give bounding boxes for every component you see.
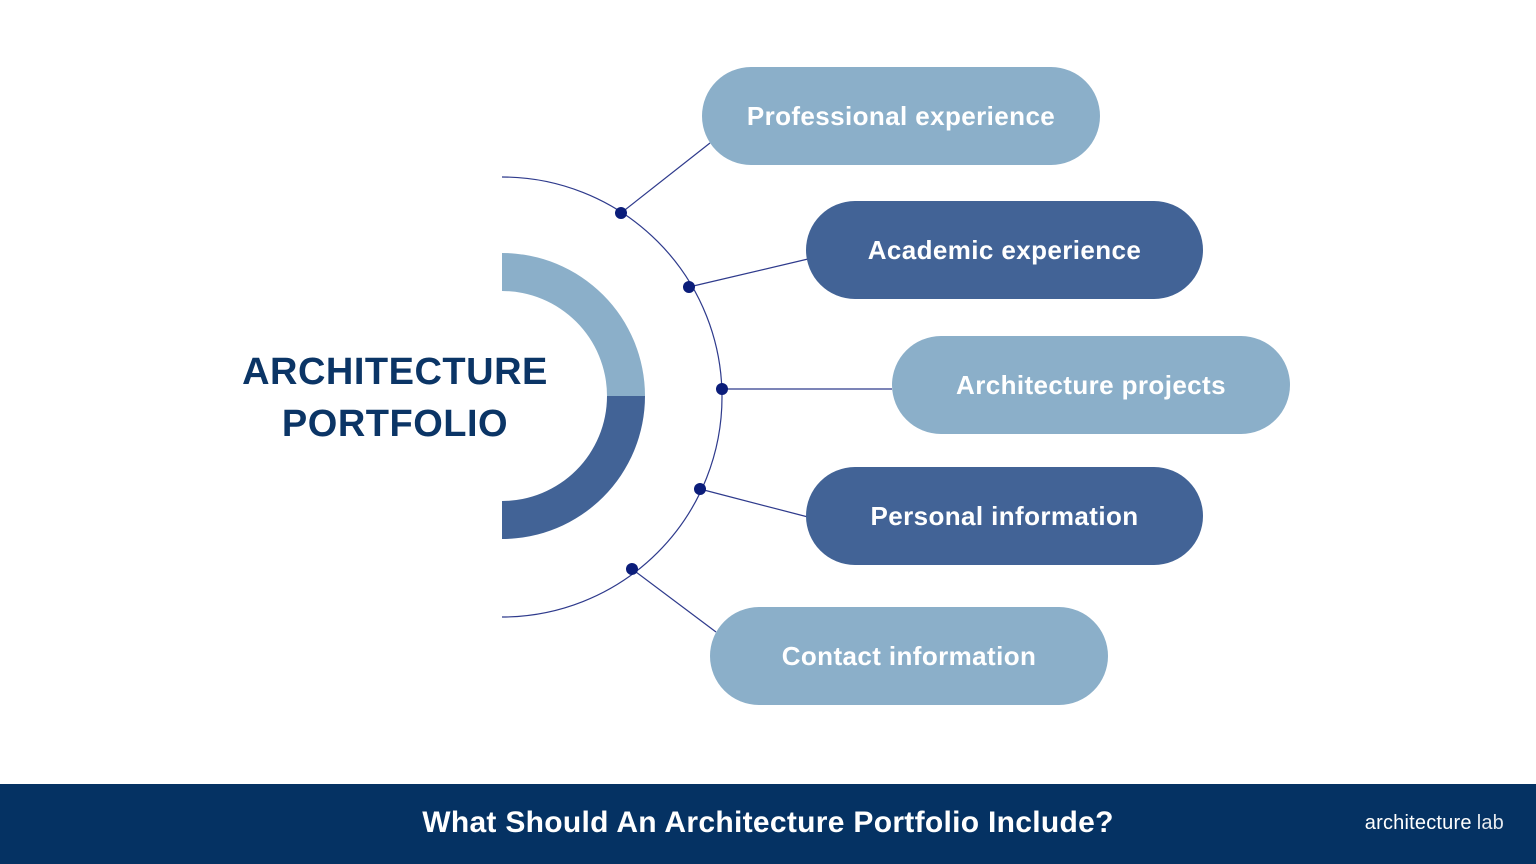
item-architecture-projects: Architecture projects [892, 336, 1290, 434]
item-academic-experience: Academic experience [806, 201, 1203, 299]
center-title-line-1: ARCHITECTURE [242, 351, 548, 393]
connector-dot-1 [615, 207, 627, 219]
connector-line-4 [699, 488, 809, 518]
brand-logo-part-1: architecture [1364, 812, 1472, 834]
item-contact-information: Contact information [710, 607, 1108, 705]
connector-dot-3 [716, 383, 728, 395]
footer-bar: What Should An Architecture Portfolio In… [0, 784, 1536, 864]
item-professional-experience: Professional experience [702, 67, 1100, 165]
connector-dot-4 [694, 483, 706, 495]
brand-logo-part-2: lab [1476, 812, 1504, 834]
item-label: Architecture projects [956, 369, 1226, 400]
connector-dot-5 [626, 563, 638, 575]
center-title-line-2: PORTFOLIO [281, 403, 509, 445]
connector-line-2 [688, 258, 809, 288]
item-label: Contact information [781, 640, 1037, 671]
item-label: Personal information [870, 500, 1139, 531]
item-label: Academic experience [867, 234, 1142, 265]
item-personal-information: Personal information [806, 467, 1203, 565]
connector-line-1 [620, 142, 711, 214]
item-label: Professional experience [746, 100, 1056, 131]
connector-line-5 [631, 568, 717, 633]
outer-arc [501, 176, 723, 618]
ring-upper-segment [502, 253, 645, 396]
connector-dot-2 [683, 281, 695, 293]
footer-title: What Should An Architecture Portfolio In… [422, 806, 1114, 839]
ring-lower-segment [502, 396, 645, 539]
